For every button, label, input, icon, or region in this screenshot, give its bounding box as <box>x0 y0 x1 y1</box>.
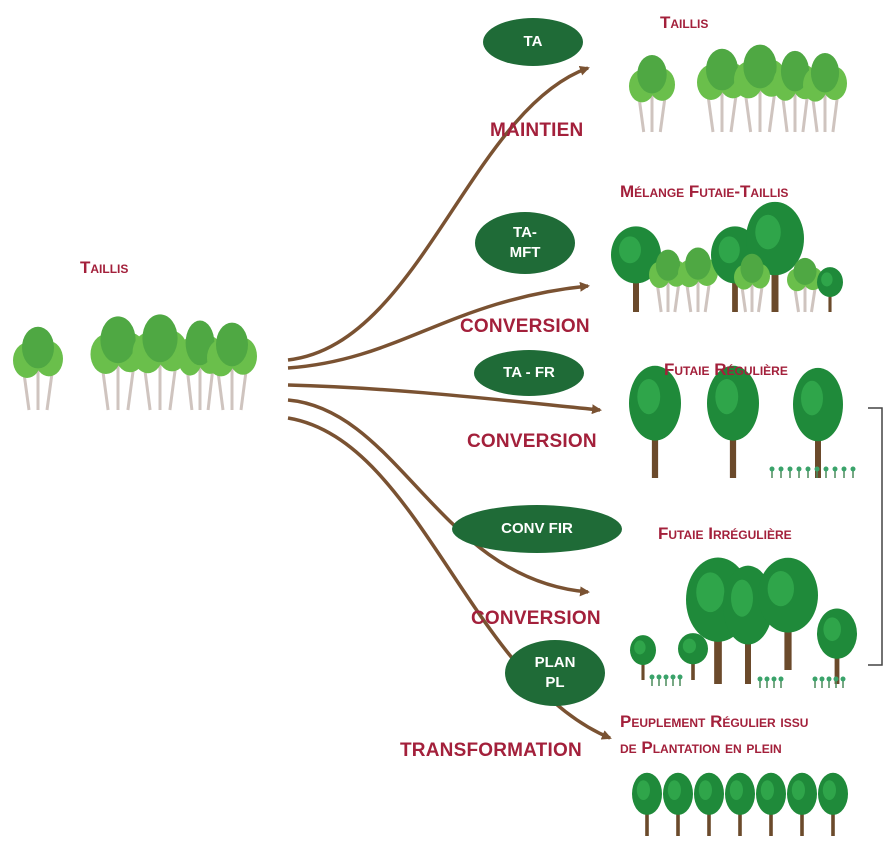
high-forest-tree-icon <box>787 772 817 836</box>
coppice-tree-icon <box>787 257 823 313</box>
seedling-icon <box>764 676 770 688</box>
high-forest-tree-icon <box>663 772 693 836</box>
result-plantation-trees <box>632 772 848 836</box>
seedling-icon <box>823 466 829 478</box>
coppice-tree-icon <box>773 50 817 133</box>
result-plantation-label-line2: de Plantation en plein <box>620 738 782 757</box>
seedling-icon <box>833 676 839 688</box>
seedling-icon <box>656 674 662 686</box>
seedling-icon <box>649 674 655 686</box>
seedling-icon <box>677 674 683 686</box>
seedling-icon <box>832 466 838 478</box>
result-futaie-irreguliere-label: Futaie Irrégulière <box>658 524 792 543</box>
code-conv-fir-badge: CONV FIR <box>452 505 622 553</box>
high-forest-tree-icon <box>746 201 804 312</box>
arrow-conversion-melange <box>287 281 590 370</box>
code-plan-pl-badge: PLAN PL <box>505 640 605 706</box>
result-melange-label: Mélange Futaie-Taillis <box>620 182 789 201</box>
seedling-icon <box>805 466 811 478</box>
high-forest-tree-icon <box>694 772 724 836</box>
seedling-icon <box>812 676 818 688</box>
coppice-tree-icon <box>207 322 257 411</box>
action-conversion-3: CONVERSION <box>471 608 601 629</box>
seedling-icon <box>769 466 775 478</box>
coppice-tree-icon <box>678 247 718 313</box>
action-conversion-2: CONVERSION <box>467 431 597 452</box>
arrow-maintien <box>287 65 590 362</box>
seedling-icon <box>778 466 784 478</box>
seedling-icon <box>826 676 832 688</box>
seedling-icon <box>663 674 669 686</box>
seedling-icon <box>850 466 856 478</box>
coppice-tree-icon <box>734 253 770 313</box>
high-forest-tree-icon <box>725 772 755 836</box>
result-melange-trees <box>611 201 843 313</box>
code-ta-mft-badge: TA- MFT <box>475 212 575 274</box>
high-forest-tree-icon <box>793 367 843 478</box>
coppice-tree-icon <box>629 55 675 133</box>
coppice-tree-icon <box>803 52 847 133</box>
source-label: Taillis <box>80 258 129 277</box>
action-maintien: MAINTIEN <box>490 120 584 141</box>
seedling-icon <box>814 466 820 478</box>
coppice-tree-icon <box>13 326 63 411</box>
result-futaie-irreguliere-trees <box>630 557 857 688</box>
result-taillis-label: Taillis <box>660 13 709 32</box>
high-forest-tree-icon <box>707 365 759 478</box>
result-futaie-reguliere-label: Futaie Régulière <box>664 360 788 379</box>
high-forest-tree-icon <box>817 608 857 684</box>
seedling-icon <box>840 676 846 688</box>
code-ta-badge: TA <box>483 18 583 66</box>
seedling-icon <box>787 466 793 478</box>
high-forest-tree-icon <box>818 772 848 836</box>
result-futaie-reguliere-trees <box>629 365 856 478</box>
seedling-icon <box>771 676 777 688</box>
seedling-icon <box>819 676 825 688</box>
coppice-tree-icon <box>132 314 188 411</box>
result-taillis-trees <box>629 44 847 133</box>
seedling-icon <box>670 674 676 686</box>
arrow-conversion-futaie-reguliere <box>287 383 602 415</box>
source-coppice-trees <box>13 314 257 411</box>
code-ta-fr-badge: TA - FR <box>474 350 584 396</box>
seedling-icon <box>796 466 802 478</box>
arrow-conversion-futaie-irreguliere <box>287 398 590 597</box>
high-forest-tree-icon <box>630 635 656 680</box>
high-forest-tree-icon <box>629 365 681 478</box>
result-plantation-label-line1: Peuplement Régulier issu <box>620 712 809 731</box>
high-forest-tree-icon <box>611 226 661 312</box>
high-forest-tree-icon <box>758 557 818 670</box>
high-forest-tree-icon <box>756 772 786 836</box>
seedling-icon <box>778 676 784 688</box>
bracket-futaies <box>868 407 883 666</box>
seedling-icon <box>757 676 763 688</box>
high-forest-tree-icon <box>678 633 708 680</box>
action-conversion-1: CONVERSION <box>460 316 590 337</box>
seedling-icon <box>841 466 847 478</box>
action-transformation: TRANSFORMATION <box>400 740 582 761</box>
high-forest-tree-icon <box>632 772 662 836</box>
high-forest-tree-icon <box>817 267 843 312</box>
